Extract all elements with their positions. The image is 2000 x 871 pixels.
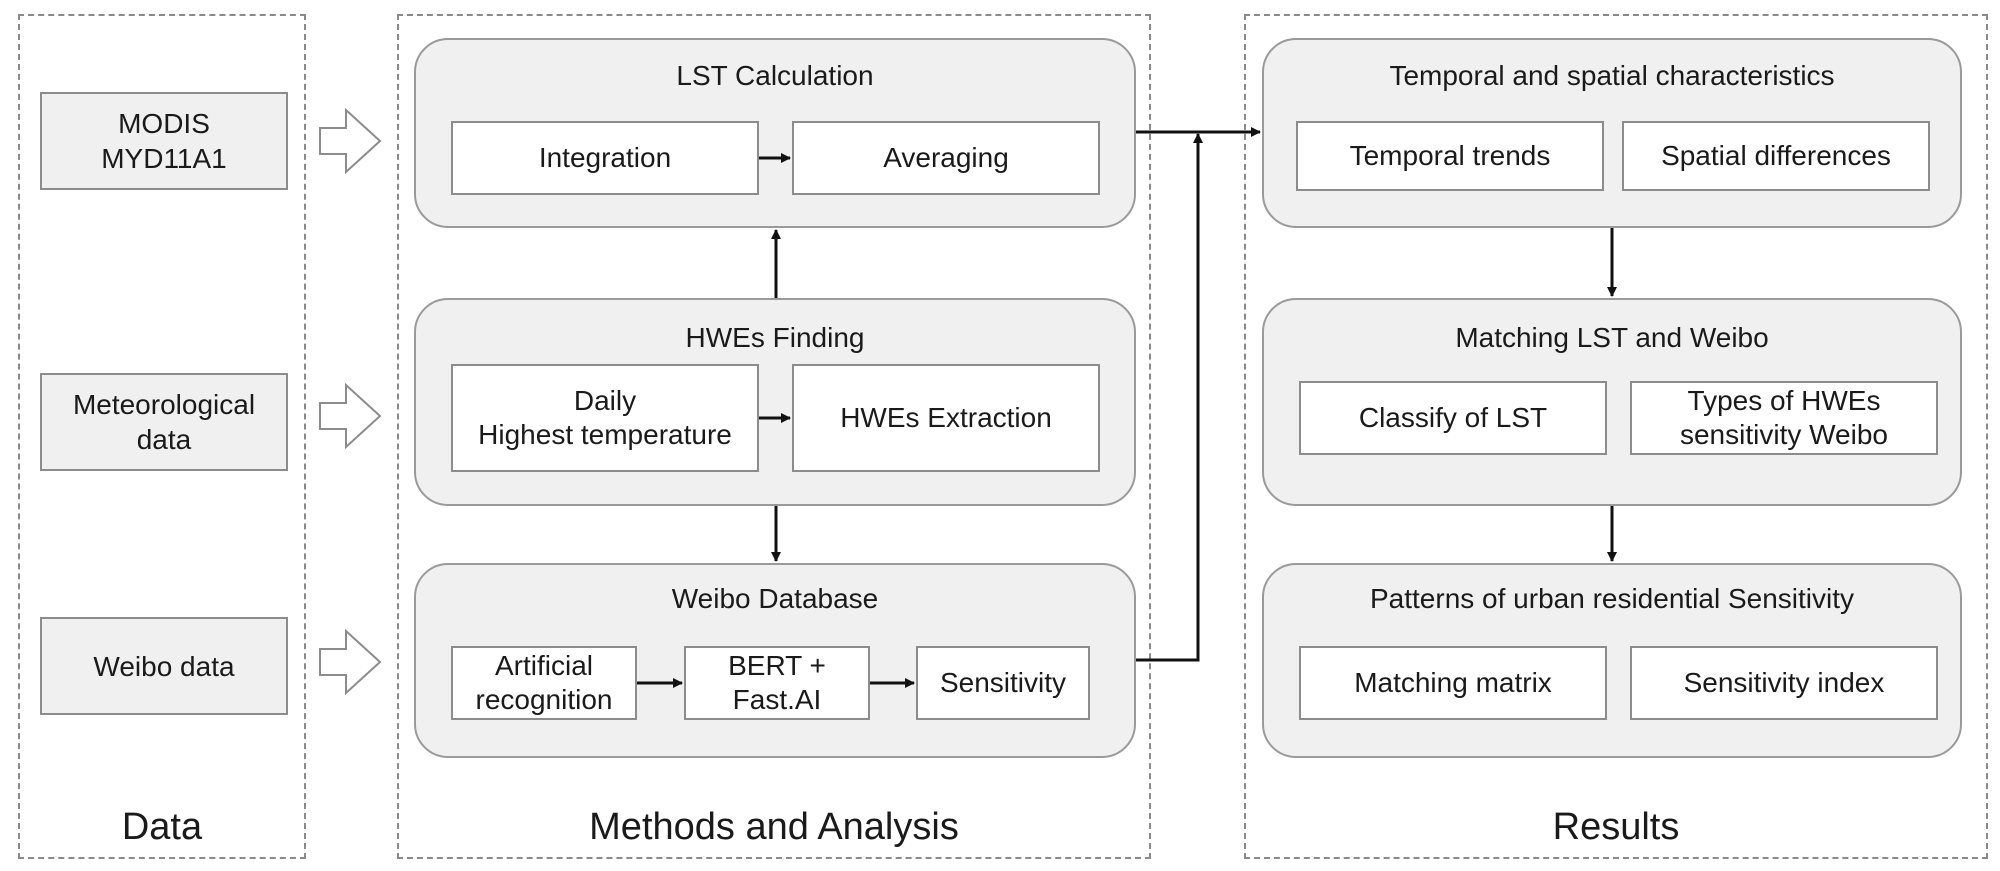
classify-lst-box: Classify of LST (1299, 381, 1607, 455)
bert-fastai-box: BERT + Fast.AI (684, 646, 870, 720)
types-hwes-sensitivity-box: Types of HWEs sensitivity Weibo (1630, 381, 1938, 455)
sensitivity-box: Sensitivity (916, 646, 1090, 720)
hwes-finding-title: HWEs Finding (685, 322, 865, 353)
data-column-title: Data (121, 806, 203, 848)
sensitivity-index-box: Sensitivity index (1630, 646, 1938, 720)
lst-calculation-title: LST Calculation (676, 60, 874, 91)
integration-box: Integration (451, 121, 759, 195)
data-source-modis: MODIS MYD11A1 (40, 92, 288, 190)
data-source-weibo: Weibo data (40, 617, 288, 715)
methods-column: Methods and Analysis (397, 14, 1151, 859)
input-arrow-weibo (319, 628, 382, 696)
input-arrow-meteorological (319, 382, 382, 450)
averaging-box: Averaging (792, 121, 1100, 195)
hwes-extraction-box: HWEs Extraction (792, 364, 1100, 472)
patterns-title: Patterns of urban residential Sensitivit… (1369, 583, 1855, 614)
data-source-meteorological: Meteorological data (40, 373, 288, 471)
temporal-trends-box: Temporal trends (1296, 121, 1604, 191)
results-column: Results (1244, 14, 1988, 859)
matching-title: Matching LST and Weibo (1455, 322, 1769, 353)
results-column-title: Results (1552, 806, 1680, 848)
arrow-weibo-to-results (1136, 133, 1203, 662)
daily-highest-temperature-box: Daily Highest temperature (451, 364, 759, 472)
temporal-spatial-title: Temporal and spatial characteristics (1389, 60, 1835, 91)
input-arrow-modis (319, 107, 382, 175)
spatial-differences-box: Spatial differences (1622, 121, 1930, 191)
data-column: Data (18, 14, 306, 859)
methods-column-title: Methods and Analysis (589, 806, 959, 848)
matching-matrix-box: Matching matrix (1299, 646, 1607, 720)
weibo-database-title: Weibo Database (671, 583, 879, 614)
artificial-recognition-box: Artificial recognition (451, 646, 637, 720)
